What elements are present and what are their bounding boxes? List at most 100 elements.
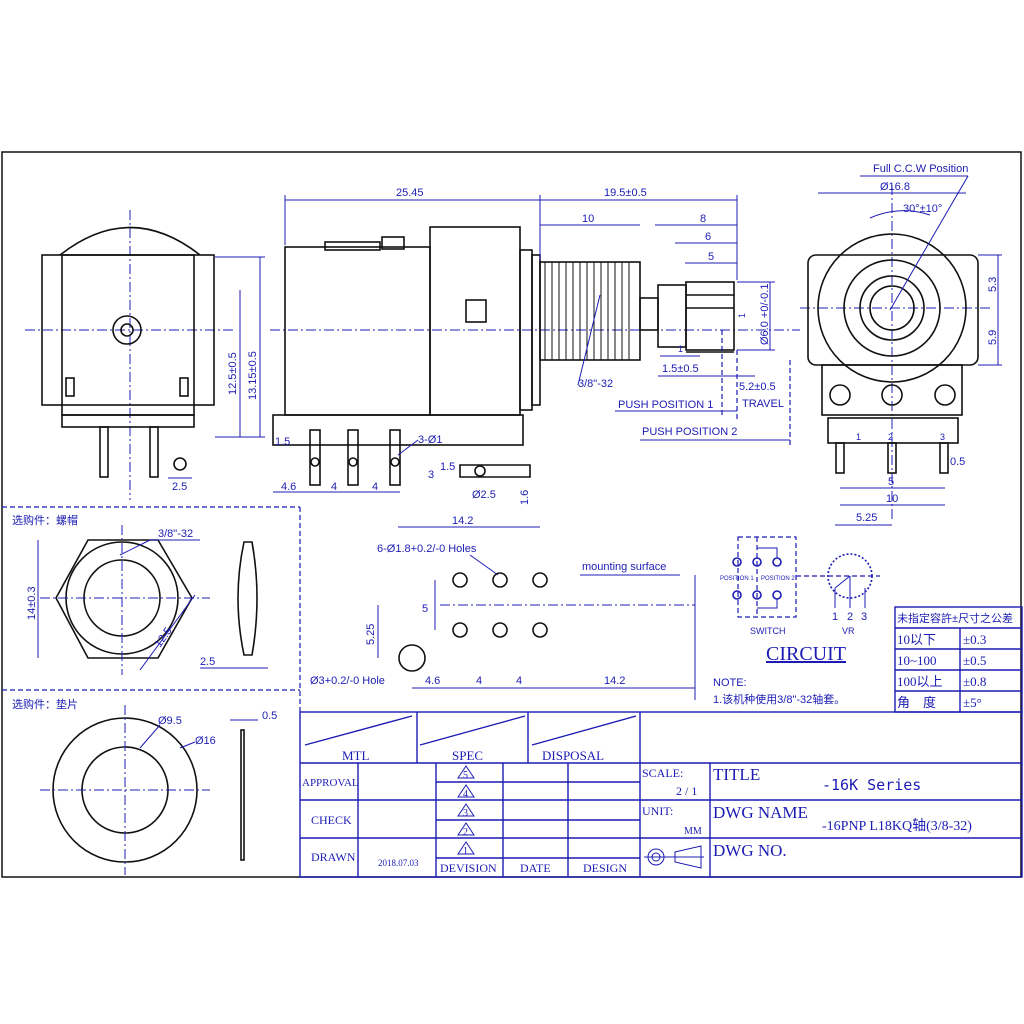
- dim-5: 5: [708, 251, 714, 263]
- approval-label: APPROVAL: [302, 777, 359, 789]
- dim-1-5-c: 1.5: [440, 461, 455, 473]
- tolerance-range: 10~100: [897, 653, 937, 668]
- position-2-label: POSITION 2: [761, 576, 795, 582]
- side-view: 25.45 19.5±0.5 10 8 6 5 1 Ø6.0 +0/-0.1 1…: [270, 187, 800, 528]
- tolerance-value: ±0.5: [963, 653, 986, 668]
- title-label: TITLE: [713, 765, 760, 784]
- dim-3-holes: 3-Ø1: [418, 434, 442, 446]
- dim-height-13-15: 13.15±0.5: [247, 351, 259, 400]
- design-label: DESIGN: [583, 861, 627, 875]
- travel-label: TRAVEL: [742, 398, 784, 410]
- dim-1-6: 1.6: [519, 490, 531, 505]
- dim-16-8: Ø16.8: [880, 181, 910, 193]
- full-ccw-position-label: Full C.C.W Position: [873, 163, 968, 175]
- revision-2: 2: [463, 827, 468, 838]
- dim-shaft-diameter: Ø6.0 +0/-0.1: [759, 284, 771, 345]
- projection-symbol-icon: [644, 845, 704, 869]
- dim-8: 8: [700, 213, 706, 225]
- washer-inner-dia: Ø9.5: [158, 715, 182, 727]
- drawn-label: DRAWN: [311, 850, 356, 864]
- washer-heading: 选购件：垫片: [12, 697, 78, 711]
- push-position-1-label: PUSH POSITION 1: [618, 399, 713, 411]
- position-1-label: POSITION 1: [720, 576, 754, 582]
- dim-1: 1: [678, 344, 683, 354]
- pin-1-label: 1: [856, 432, 861, 442]
- dim-2-5-dia: Ø2.5: [472, 489, 496, 501]
- thread-spec-label: 3/8"-32: [578, 378, 613, 390]
- switch-label: SWITCH: [750, 626, 786, 636]
- unit-value: MM: [684, 826, 702, 837]
- dim-5-b: 5: [888, 476, 894, 488]
- nut-view: 选购件：螺帽 3/8"-32 14±0.3 12.5 2.5: [12, 513, 268, 675]
- dwg-name-value: -16PNP L18KQ轴(3/8-32): [822, 818, 972, 834]
- mount-dim-14-2: 14.2: [604, 675, 625, 687]
- dwg-no-label: DWG NO.: [713, 841, 787, 860]
- dim-10: 10: [582, 213, 594, 225]
- nut-heading: 选购件：螺帽: [12, 513, 78, 527]
- dim-3: 3: [428, 469, 434, 481]
- dim-pin-2-5: 2.5: [172, 481, 187, 493]
- dim-14-2: 14.2: [452, 515, 473, 527]
- dim-1-5: 1.5±0.5: [662, 363, 699, 375]
- revision-1: 1: [463, 846, 468, 857]
- mount-dim-4-a: 4: [476, 675, 482, 687]
- mount-dim-4-6: 4.6: [425, 675, 440, 687]
- dim-5-3: 5.3: [987, 277, 999, 292]
- mount-dim-4-b: 4: [516, 675, 522, 687]
- nut-dim-12-5: 12.5: [153, 625, 175, 649]
- tolerance-range: 角 度: [897, 695, 936, 710]
- pin-2-label: 2: [888, 432, 893, 442]
- dwg-name-label: DWG NAME: [713, 803, 808, 822]
- holes-label: 6-Ø1.8+0.2/-0 Holes: [377, 543, 477, 555]
- circuit-title: CIRCUIT: [766, 643, 846, 665]
- nut-dim-2-5: 2.5: [200, 656, 215, 668]
- tolerance-range: 10以下: [897, 632, 936, 647]
- spec-label: SPEC: [452, 748, 483, 763]
- threaded-bushing: [539, 261, 641, 361]
- title-block: MTL SPEC DISPOSAL APPROVAL CHECK DRAWN 2…: [299, 711, 1023, 878]
- pin-3-label: 3: [940, 432, 945, 442]
- dim-6: 6: [705, 231, 711, 243]
- dim-0-5: 0.5: [950, 456, 965, 468]
- devision-label: DEVISION: [440, 861, 497, 875]
- title-value: -16K Series: [822, 776, 921, 794]
- dim-1-5-b: 1.5: [275, 436, 290, 448]
- vr-pin-3: 3: [861, 611, 867, 623]
- revision-5: 5: [463, 770, 468, 781]
- mtl-label: MTL: [342, 748, 370, 763]
- check-label: CHECK: [311, 813, 352, 827]
- note-heading: NOTE:: [713, 677, 747, 689]
- tolerance-header: 未指定容許±尺寸之公差: [897, 611, 1013, 625]
- dim-flat-1: 1: [737, 313, 747, 318]
- vr-pin-2: 2: [847, 611, 853, 623]
- dim-height-12-5: 12.5±0.5: [227, 352, 239, 395]
- washer-view: 选购件：垫片 Ø9.5 Ø16 0.5: [12, 697, 277, 875]
- hole-grid: [452, 572, 548, 638]
- dim-10-b: 10: [886, 493, 898, 505]
- tolerance-value: ±0.3: [963, 632, 986, 647]
- washer-thickness: 0.5: [262, 710, 277, 722]
- mount-dim-5-25: 5.25: [365, 624, 377, 645]
- note-line-1: 1.该机种使用3/8"-32轴套。: [713, 692, 845, 706]
- nut-thread-spec: 3/8"-32: [158, 528, 193, 540]
- hole-label: Ø3+0.2/-0 Hole: [310, 675, 385, 687]
- front-view: 12.5±0.5 13.15±0.5 2.5: [25, 210, 265, 500]
- dim-angle: 30°±10°: [903, 203, 942, 215]
- end-view: 1 2 3 Full C.C.W Position Ø16.8 30°±10° …: [800, 163, 1002, 526]
- scale-value: 2 / 1: [676, 784, 697, 798]
- nut-dim-14: 14±0.3: [26, 586, 38, 620]
- disposal-label: DISPOSAL: [542, 748, 604, 763]
- tolerance-table: 未指定容許±尺寸之公差 10以下 ±0.3 10~100 ±0.5 100以上 …: [894, 606, 1023, 713]
- tolerance-range: 100以上: [897, 674, 943, 689]
- tolerance-value: ±5°: [963, 695, 982, 710]
- dim-5-25: 5.25: [856, 512, 877, 524]
- revision-4: 4: [463, 789, 468, 800]
- vr-label: VR: [842, 626, 855, 636]
- dim-4-6: 4.6: [281, 481, 296, 493]
- circuit-diagram: POSITION 1 POSITION 2 SWITCH 1 2 3 VR CI…: [720, 536, 880, 665]
- dim-19-5: 19.5±0.5: [604, 187, 647, 199]
- mounting-surface-label: mounting surface: [582, 561, 666, 573]
- washer-outer-dia: Ø16: [195, 735, 216, 747]
- mounting-pattern: 6-Ø1.8+0.2/-0 Holes mounting surface 5 5…: [310, 543, 696, 700]
- unit-label: UNIT:: [642, 804, 673, 818]
